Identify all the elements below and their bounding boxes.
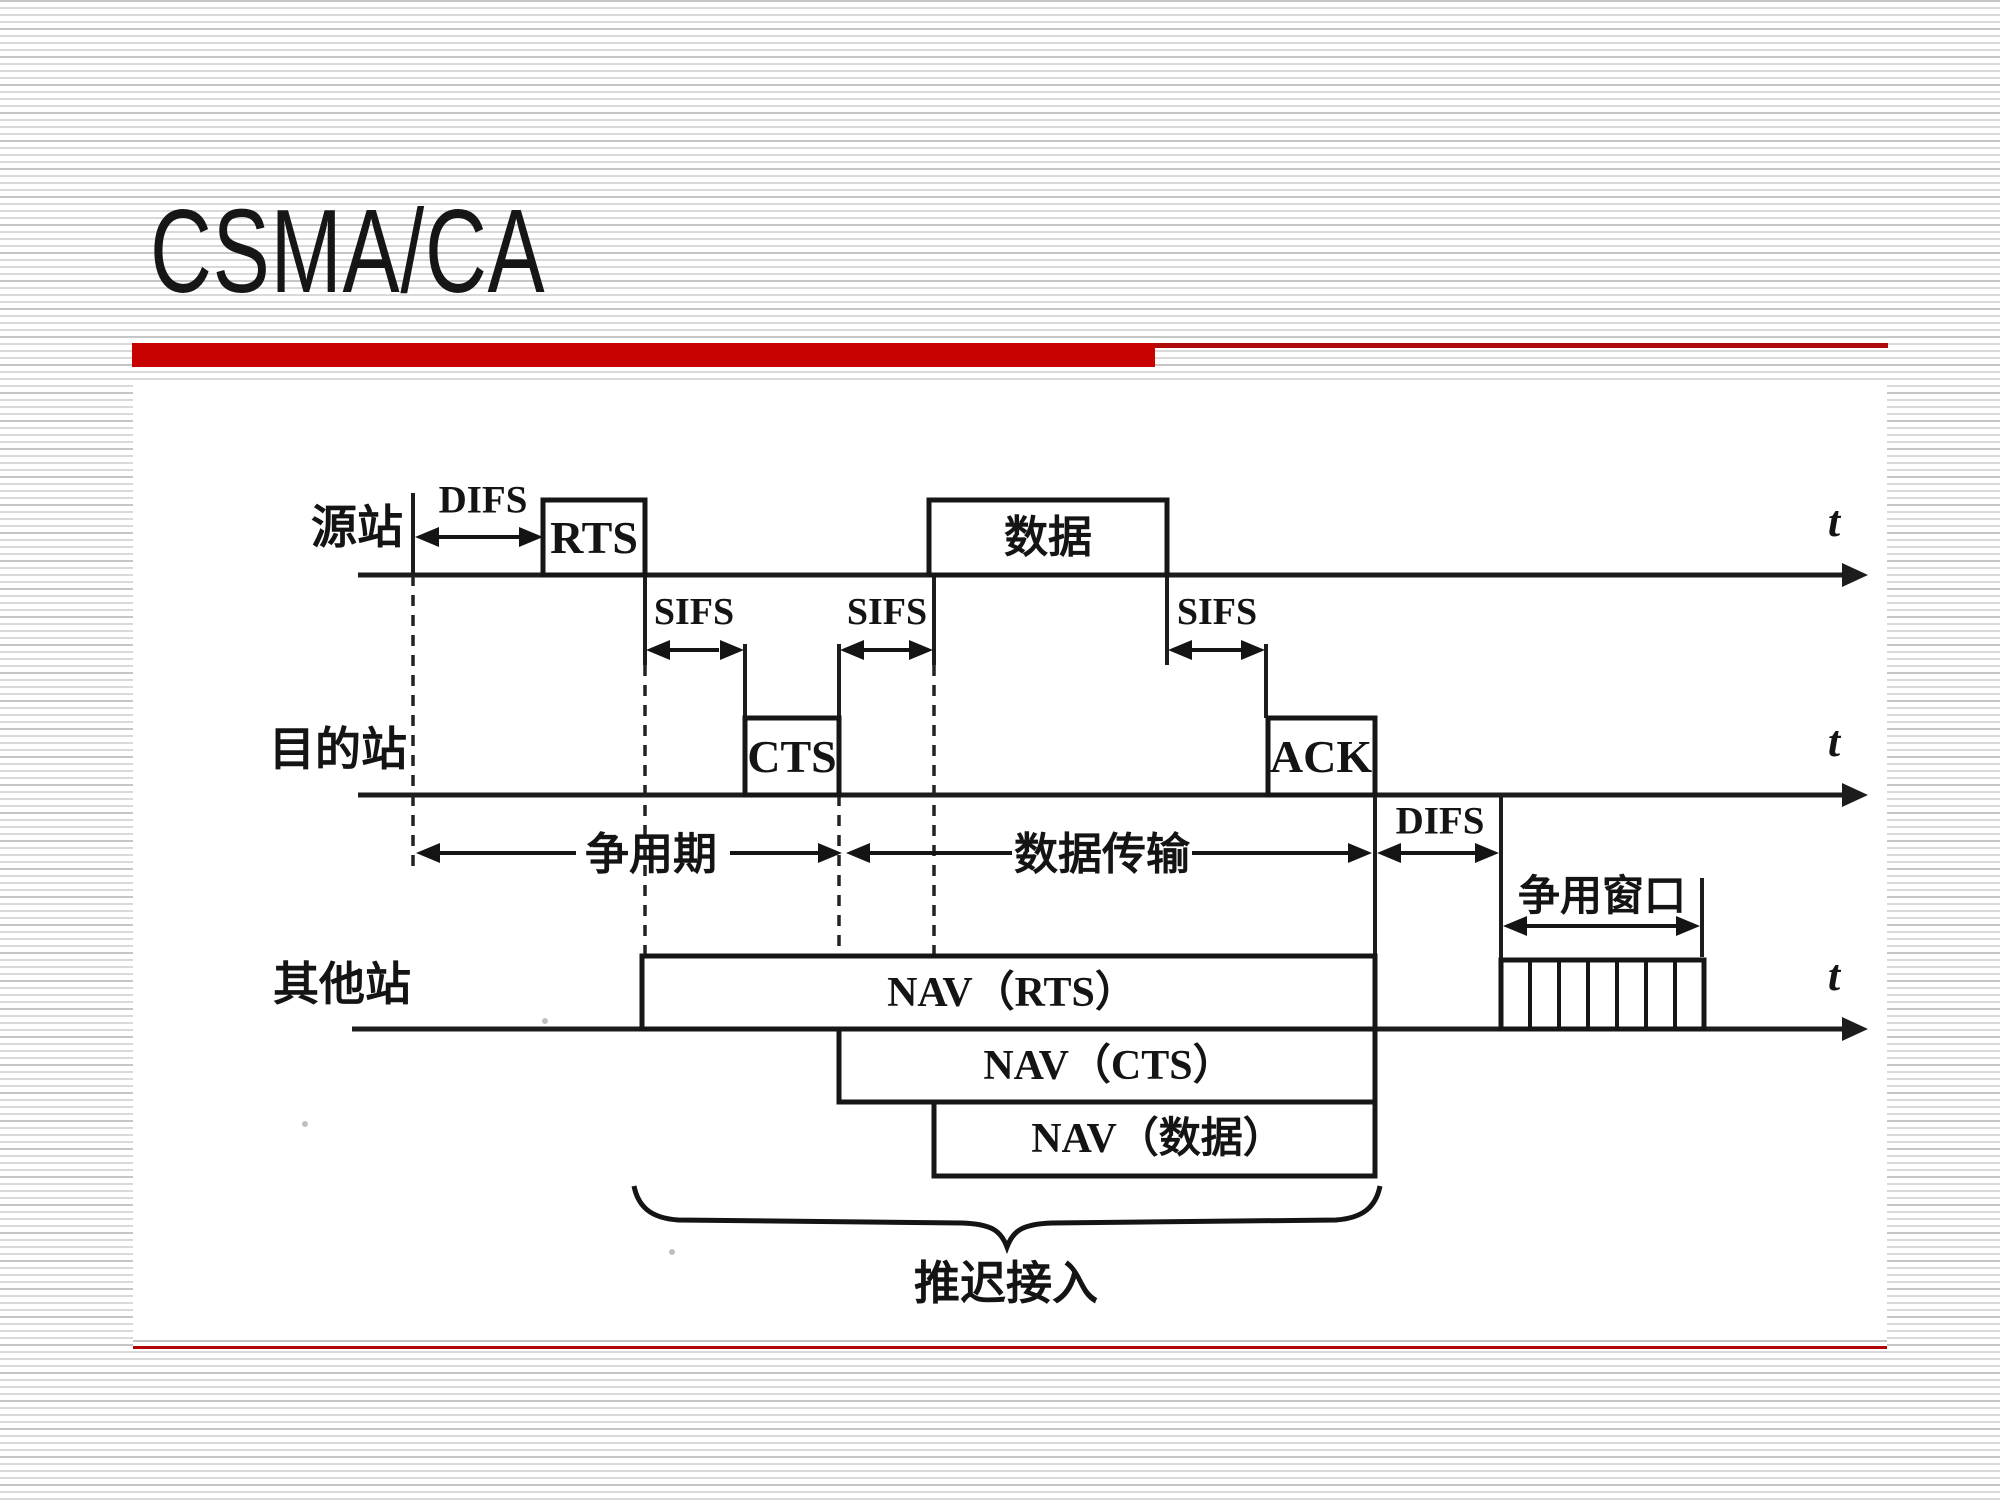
interval-sifs-label-3: SIFS [1176, 591, 1258, 633]
contention-window-slots [1498, 957, 1707, 1032]
nav-data-label: NAV（数据） [1031, 1116, 1285, 1162]
interval-sifs-label-2: SIFS [846, 591, 928, 633]
red-accent-thin-line [1155, 343, 1888, 348]
contention-window-slot-dividers [1528, 960, 1677, 1029]
nav-rts-label: NAV（RTS） [887, 970, 1137, 1016]
station-label-others: 其他站 [273, 957, 411, 1011]
panel-bottom-red-rule [133, 1346, 1887, 1349]
frame-cts-label: CTS [747, 731, 837, 782]
red-accent-bar [132, 343, 1155, 367]
span-data-transmission-label: 数据传输 [1014, 829, 1190, 880]
interval-difs-label-2: DIFS [1395, 799, 1485, 843]
page-title: CSMA/CA [150, 185, 546, 318]
time-axis-label-destination: t [1827, 717, 1841, 766]
time-axis-label-source: t [1827, 497, 1841, 546]
frame-boxes [540, 497, 1378, 798]
frame-rts-label: RTS [550, 512, 638, 563]
deferral-access-label: 推迟接入 [914, 1256, 1098, 1310]
span-contention-window-label: 争用窗口 [1517, 871, 1687, 920]
interval-sifs-label-1: SIFS [653, 591, 735, 633]
frame-data-label: 数据 [1004, 512, 1092, 563]
panel-bottom-gray-rule [133, 1340, 1887, 1342]
interval-arrows [415, 527, 1700, 936]
timeline-arrowheads [1842, 563, 1868, 1041]
station-label-source: 源站 [311, 500, 403, 554]
frame-ack-label: ACK [1269, 731, 1373, 782]
nav-cts-label: NAV（CTS） [983, 1043, 1235, 1089]
time-axis-label-others: t [1827, 951, 1841, 1000]
scan-noise-specks [302, 1018, 675, 1255]
nav-bars [639, 953, 1378, 1179]
span-contention-period-label: 争用期 [585, 829, 717, 880]
station-label-destination: 目的站 [269, 722, 407, 776]
interval-difs-label: DIFS [438, 478, 528, 522]
deferral-brace [631, 1185, 1383, 1255]
